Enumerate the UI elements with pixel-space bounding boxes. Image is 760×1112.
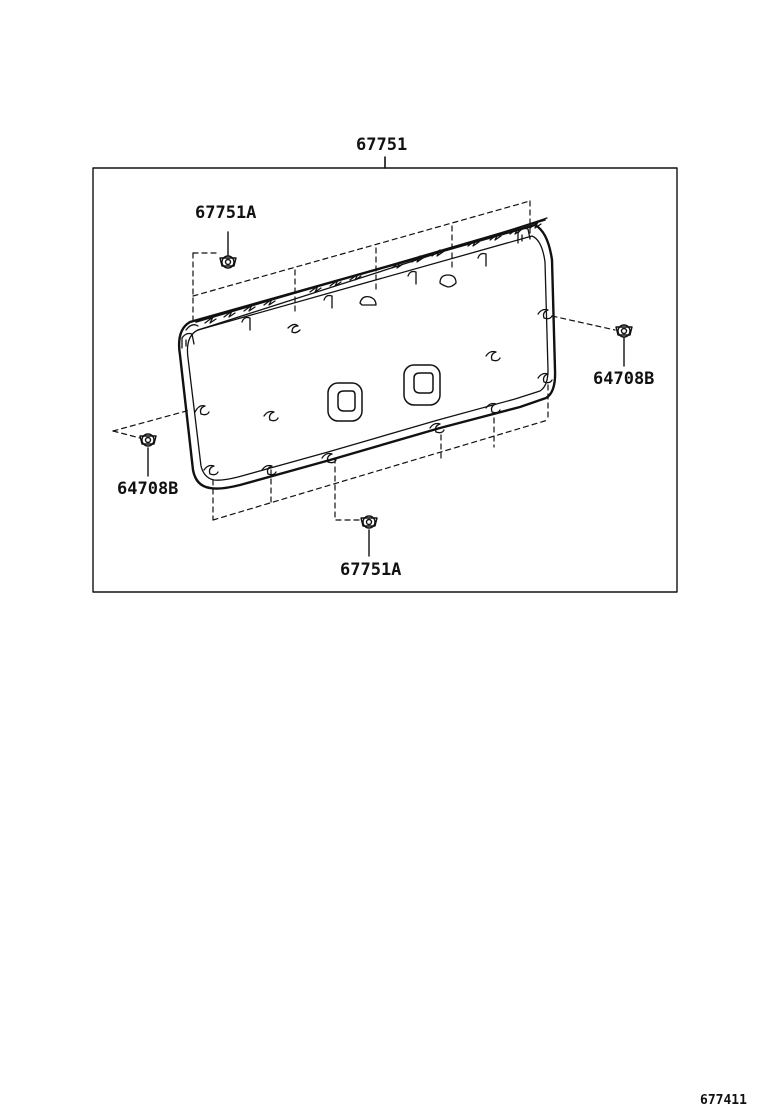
trim-panel	[177, 217, 557, 490]
clip-part-label-left: 64708B	[117, 479, 179, 499]
fastener-right	[615, 324, 633, 367]
clip-part-label-right: 64708B	[593, 369, 655, 389]
handle-recesses	[327, 364, 441, 422]
fastener-bottom	[360, 515, 378, 557]
clip-part-label-bottom: 67751A	[340, 560, 402, 580]
fastener-left	[139, 433, 157, 477]
upper-tab-hooks	[241, 252, 487, 331]
assembly-frame	[92, 167, 678, 593]
clip-seats	[181, 227, 553, 476]
fastener-top	[219, 231, 237, 269]
assembly-part-label: 67751	[356, 135, 408, 155]
figure-number: 677411	[700, 1093, 747, 1108]
clip-part-label-top: 67751A	[195, 203, 257, 223]
